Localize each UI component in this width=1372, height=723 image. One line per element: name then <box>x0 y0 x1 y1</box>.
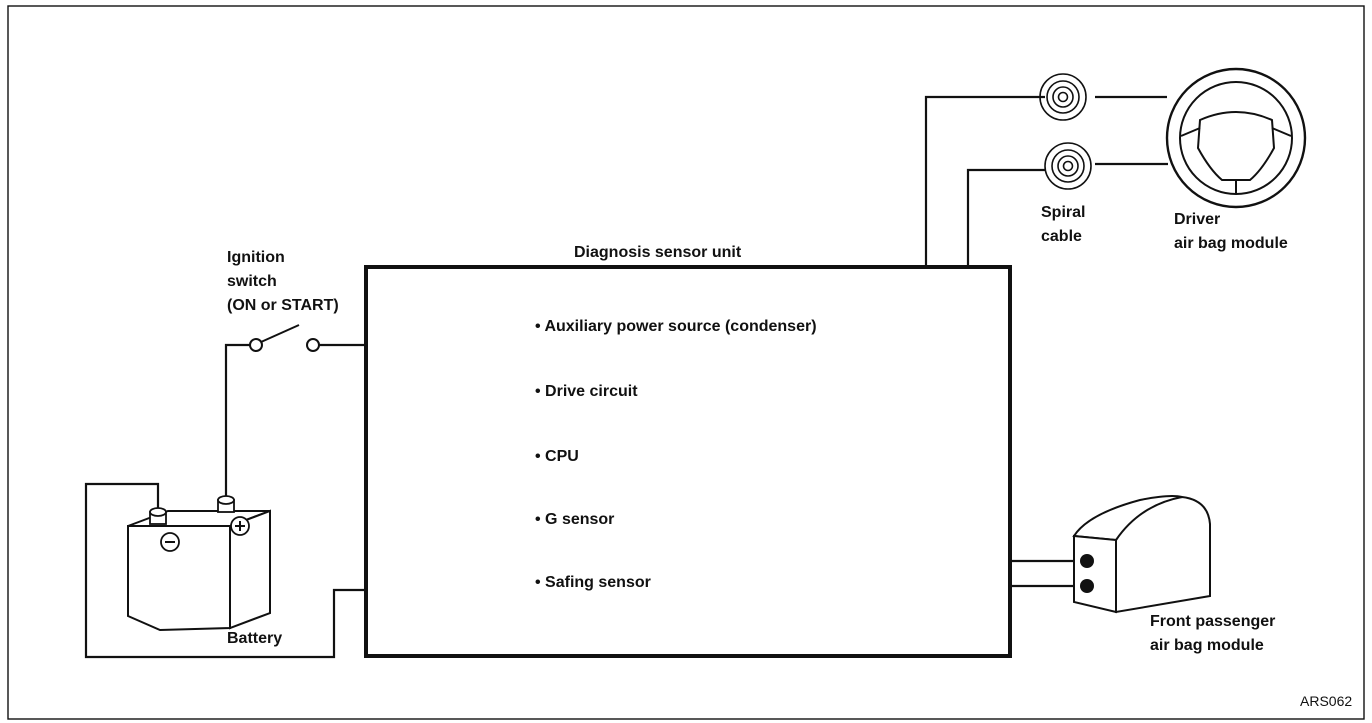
diagnosis-unit-title: Diagnosis sensor unit <box>574 244 742 261</box>
ignition-label-line2: switch <box>227 273 277 290</box>
feature-g-sensor: • G sensor <box>535 511 614 528</box>
passenger-label-line1: Front passenger <box>1150 613 1275 630</box>
spiral-cable-icon <box>1039 73 1092 190</box>
steering-wheel-icon <box>1165 67 1307 209</box>
wiring <box>84 95 1168 659</box>
battery-label: Battery <box>227 630 282 647</box>
wire-unit-to-spiral-lower <box>966 168 1045 265</box>
feature-safing-sensor: • Safing sensor <box>535 574 651 591</box>
passenger-airbag-icon <box>1072 495 1211 614</box>
feature-cpu: • CPU <box>535 448 579 465</box>
wire-unit-to-spiral-upper <box>924 95 1045 265</box>
driver-label-line2: air bag module <box>1174 235 1288 252</box>
diagnosis-sensor-unit-box <box>364 265 1012 658</box>
wire-battery-ground <box>84 482 366 659</box>
driver-label-line1: Driver <box>1174 211 1220 228</box>
ignition-switch-icon <box>249 324 320 352</box>
figure-frame <box>7 5 1365 720</box>
ignition-label-line3: (ON or START) <box>227 297 339 314</box>
wire-battery-to-switch <box>224 343 256 505</box>
feature-auxiliary-power: • Auxiliary power source (condenser) <box>535 318 817 335</box>
spiral-cable-label-line1: Spiral <box>1041 204 1085 221</box>
spiral-cable-label-line2: cable <box>1041 228 1082 245</box>
ignition-label-line1: Ignition <box>227 249 285 266</box>
battery-icon <box>127 495 271 632</box>
feature-drive-circuit: • Drive circuit <box>535 383 638 400</box>
passenger-label-line2: air bag module <box>1150 637 1264 654</box>
figure-code: ARS062 <box>1300 693 1352 709</box>
